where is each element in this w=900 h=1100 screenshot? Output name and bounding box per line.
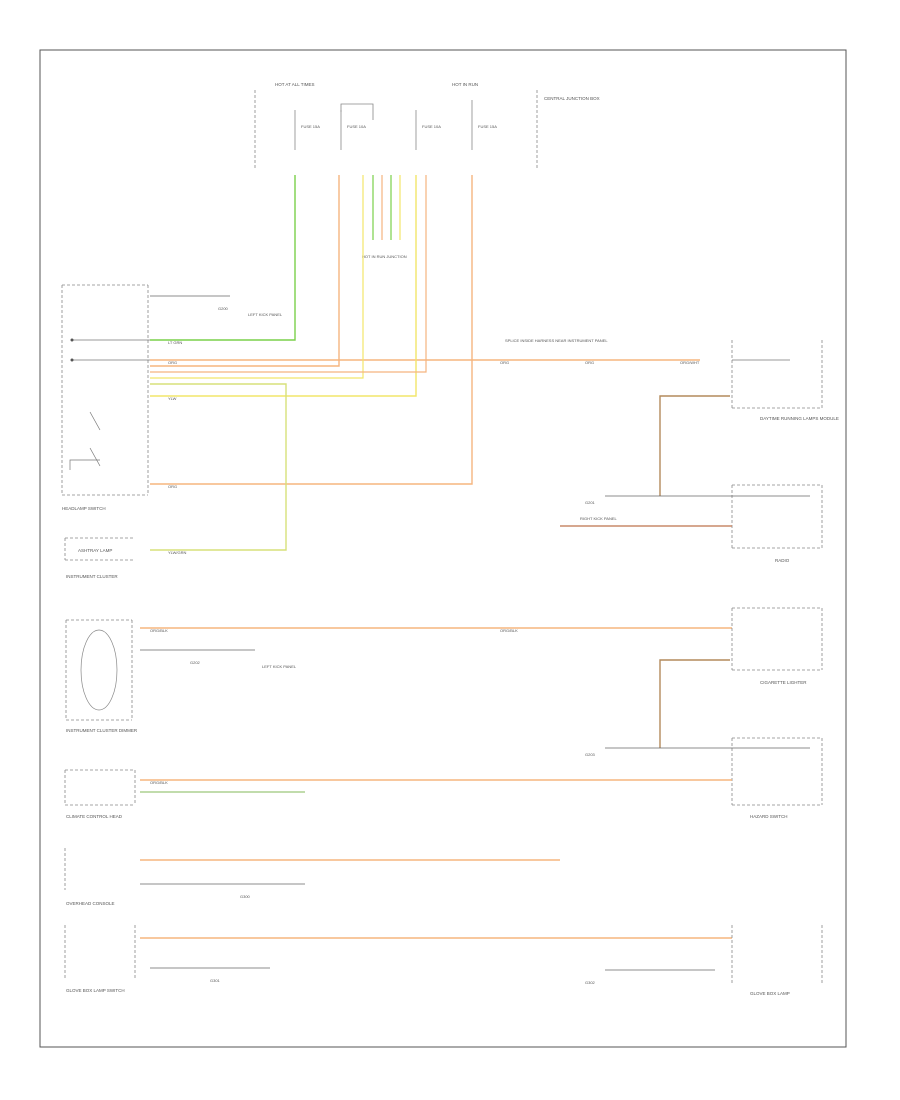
ground-right-kick-label-1: RIGHT KICK PANEL [580, 516, 618, 521]
diagram-frame [39, 49, 847, 1048]
wire-brn-1 [659, 395, 730, 496]
ground-g302-label: G302 [585, 980, 596, 985]
ashtray-lamp: ASHTRAY LAMP [64, 537, 135, 561]
ground-left-kick-label-2: LEFT KICK PANEL [262, 664, 297, 669]
wire-color-ylwgrn: YLW/GRN [168, 550, 186, 555]
ground-left-kick-label-1: LEFT KICK PANEL [248, 312, 283, 317]
glove-box-lamp-label: GLOVE BOX LAMP [750, 991, 790, 996]
wire-brn-2 [659, 659, 730, 748]
splice-note-label: SPLICE INSIDE HARNESS NEAR INSTRUMENT PA… [505, 338, 608, 343]
climate-control-head: CLIMATE CONTROL HEAD [64, 769, 136, 819]
wire-color-orgblk-c: ORG/BLK [150, 780, 168, 785]
ground-g202-label: G202 [190, 660, 201, 665]
wire-color-ylw: YLW [168, 396, 177, 401]
hazard-switch-label: HAZARD SWITCH [750, 814, 788, 819]
wire-color-lg: LT GRN [168, 340, 182, 345]
ground-g201-label: G201 [585, 500, 596, 505]
ashtray-lamp-label: ASHTRAY LAMP [78, 548, 112, 553]
instrument-cluster-label: INSTRUMENT CLUSTER [66, 574, 118, 579]
ground-g300-label: G300 [240, 894, 251, 899]
fuse-4-label: FUSE 15A [478, 124, 497, 129]
wire-ylw-1 [150, 175, 417, 397]
wire-color-orgblk-a: ORG/BLK [150, 628, 168, 633]
ground-g200-label: G200 [218, 306, 229, 311]
wire-color-org-d: ORG [168, 360, 177, 365]
hot-in-run-label: HOT IN RUN [452, 82, 478, 87]
wire-org-1 [150, 175, 340, 367]
overhead-console: OVERHEAD CONSOLE [64, 848, 115, 906]
glove-box-lamp: GLOVE BOX LAMP [731, 925, 823, 996]
headlamp-switch: HEADLAMP SWITCH [61, 284, 150, 511]
fuse-1-label: FUSE 15A [301, 124, 320, 129]
instrument-cluster: INSTRUMENT CLUSTER INSTRUMENT CLUSTER DI… [65, 574, 138, 733]
radio: RADIO [731, 484, 823, 563]
wire-ylw-2 [150, 175, 364, 379]
radio-label: RADIO [775, 558, 790, 563]
fuse-2-label: FUSE 10A [347, 124, 366, 129]
instrument-cluster-dimmer-label: INSTRUMENT CLUSTER DIMMER [66, 728, 138, 733]
glove-box-lamp-switch-label: GLOVE BOX LAMP SWITCH [66, 988, 125, 993]
hazard-switch: HAZARD SWITCH [731, 737, 823, 819]
wire-org-4 [150, 175, 427, 373]
wire-ylwgrn [150, 383, 287, 551]
overhead-console-label: OVERHEAD CONSOLE [66, 901, 115, 906]
cigarette-lighter-label: CIGARETTE LIGHTER [760, 680, 807, 685]
daytime-running-lamps-module: DAYTIME RUNNING LAMPS MODULE [731, 340, 839, 421]
fuse-3-label: FUSE 10A [422, 124, 441, 129]
glove-box-lamp-switch: GLOVE BOX LAMP SWITCH [64, 925, 136, 993]
hot-in-run-junction-label: HOT IN RUN JUNCTION [362, 254, 407, 259]
headlamp-switch-label: HEADLAMP SWITCH [62, 506, 106, 511]
wire-color-org-b: ORG [585, 360, 594, 365]
wire-color-org-a: ORG [500, 360, 509, 365]
wire-color-org-e: ORG [168, 484, 177, 489]
cigarette-lighter: CIGARETTE LIGHTER [731, 607, 823, 685]
wire-org-3 [150, 175, 473, 485]
hot-at-all-times-label: HOT AT ALL TIMES [275, 82, 315, 87]
ground-g203-label: G203 [585, 752, 596, 757]
central-junction-box-label: CENTRAL JUNCTION BOX [544, 96, 600, 101]
climate-control-head-label: CLIMATE CONTROL HEAD [66, 814, 123, 819]
wire-color-org-c: ORG/WHT [680, 360, 700, 365]
wire-color-orgblk-b: ORG/BLK [500, 628, 518, 633]
drl-module-label: DAYTIME RUNNING LAMPS MODULE [760, 416, 839, 421]
central-junction-box: HOT AT ALL TIMES HOT IN RUN CENTRAL JUNC… [254, 82, 600, 168]
wire-lt-grn [150, 175, 296, 341]
ground-g301-label: G301 [210, 978, 221, 983]
